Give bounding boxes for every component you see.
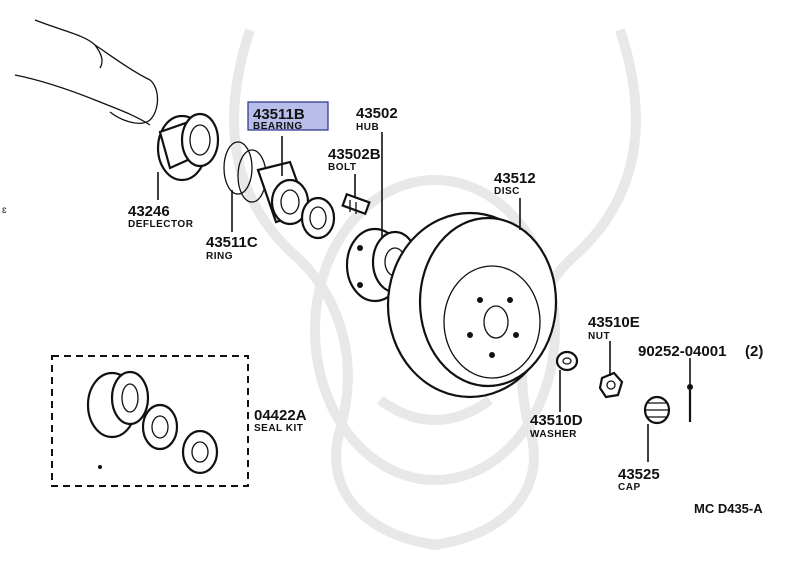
edge-mark: ɛ <box>2 205 7 216</box>
part-name: HUB <box>356 122 379 133</box>
diagram-code: MC D435-A <box>694 501 763 516</box>
label-43511B[interactable]: 43511B BEARING <box>247 101 329 132</box>
part-name: NUT <box>588 331 610 342</box>
pointer-hand-icon <box>14 19 159 126</box>
label-43510E[interactable]: 43510E NUT <box>588 314 640 342</box>
part-number: 43511B <box>253 106 305 123</box>
part-number: 43510D <box>530 412 583 429</box>
part-number: 43511C <box>206 234 258 251</box>
label-43246[interactable]: 43246 DEFLECTOR <box>128 203 194 230</box>
part-name: BEARING <box>253 121 303 132</box>
part-number: 43510E <box>588 314 640 331</box>
label-90252-04001[interactable]: 90252-04001 (2) <box>638 343 763 360</box>
part-name: WASHER <box>530 429 577 440</box>
cotter-pin-part[interactable] <box>687 384 693 422</box>
label-43512[interactable]: 43512 DISC <box>494 170 536 197</box>
seal-kit-box[interactable] <box>51 355 249 487</box>
part-number: 04422A <box>254 407 307 424</box>
part-number: 43502B <box>328 146 381 163</box>
bearing-part[interactable] <box>256 160 336 240</box>
watermark-logo <box>229 28 641 550</box>
highlight-box <box>247 101 329 131</box>
label-43511C[interactable]: 43511C RING <box>206 234 258 262</box>
part-number: 43246 <box>128 203 170 220</box>
part-name: DEFLECTOR <box>128 219 194 230</box>
leader-lines <box>157 132 691 462</box>
part-name: SEAL KIT <box>254 423 303 434</box>
part-number: 43525 <box>618 466 660 483</box>
part-name: DISC <box>494 186 520 197</box>
disc-part[interactable] <box>386 211 558 399</box>
label-43525[interactable]: 43525 CAP <box>618 466 660 493</box>
part-name: RING <box>206 251 233 262</box>
cap-part[interactable] <box>643 395 671 425</box>
part-number: 43512 <box>494 170 536 187</box>
seal-kit-parts <box>86 370 219 475</box>
label-04422A[interactable]: 04422A SEAL KIT <box>254 407 307 434</box>
part-name: BOLT <box>328 162 356 173</box>
hub-bolt-part[interactable] <box>341 192 371 216</box>
part-quantity: (2) <box>745 343 763 360</box>
part-number: 43502 <box>356 105 398 122</box>
part-name: CAP <box>618 482 641 493</box>
deflector-part[interactable] <box>156 112 220 182</box>
part-number: 90252-04001 <box>638 343 726 360</box>
label-43502B[interactable]: 43502B BOLT <box>328 146 381 173</box>
nut-part[interactable] <box>598 371 624 399</box>
label-43510D[interactable]: 43510D WASHER <box>530 412 583 440</box>
washer-part[interactable] <box>555 350 579 372</box>
label-43502[interactable]: 43502 HUB <box>356 105 398 133</box>
